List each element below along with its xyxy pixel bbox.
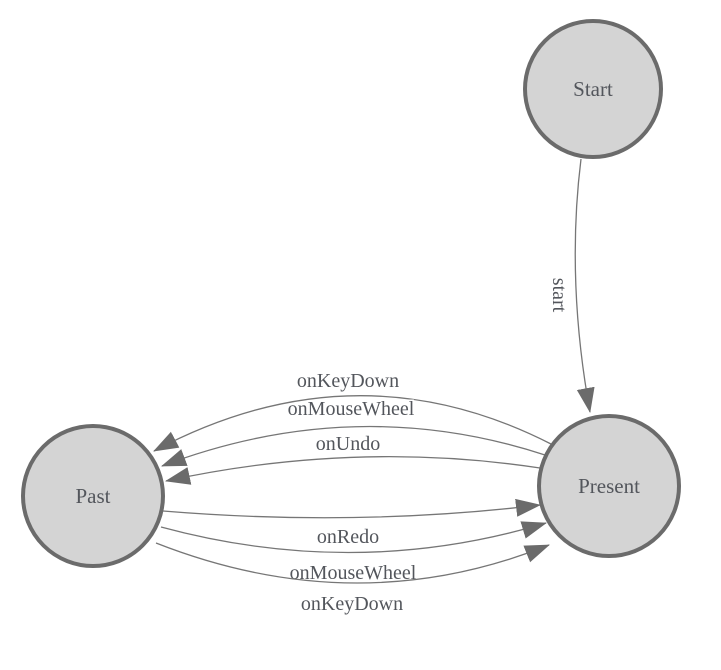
edge-label-present-to-past-onkeydown: onKeyDown [297, 370, 399, 392]
edge-present-to-past-onmousewheel [161, 425, 546, 467]
node-past: Past [21, 424, 165, 568]
node-label-past: Past [75, 484, 110, 508]
edge-present-to-past-onundo [165, 455, 541, 485]
node-label-present: Present [578, 474, 640, 498]
edge-label-start-to-present: start [548, 278, 570, 313]
edge-label-past-to-present-onredo: onRedo [317, 526, 379, 548]
node-label-start: Start [573, 77, 613, 101]
edge-past-to-present-onmousewheel [160, 521, 547, 554]
node-present: Present [537, 414, 681, 558]
node-circle-start [523, 19, 663, 159]
node-start: Start [523, 19, 663, 159]
edge-start-to-present [574, 158, 595, 413]
edge-label-present-to-past-onundo: onUndo [316, 433, 380, 455]
edge-past-to-present-onredo [162, 498, 541, 519]
edge-label-present-to-past-onmousewheel: onMouseWheel [288, 398, 415, 420]
node-circle-present [537, 414, 681, 558]
edge-label-past-to-present-onkeydown: onKeyDown [301, 593, 403, 615]
edge-past-to-present-onkeydown [155, 542, 550, 584]
node-circle-past [21, 424, 165, 568]
edge-present-to-past-onkeydown [153, 395, 552, 452]
